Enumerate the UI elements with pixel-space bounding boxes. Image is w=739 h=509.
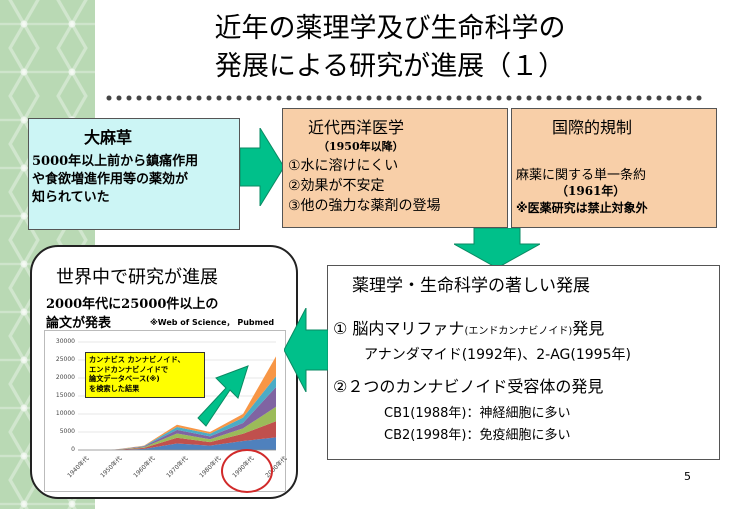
annotation-line-4: を検索した結果	[89, 383, 140, 393]
y-tick-label: 20000	[55, 374, 75, 381]
y-tick-label: 5000	[59, 428, 75, 435]
arrow-down-icon	[454, 228, 540, 268]
item-1-small: (エンドカンナビノイド)	[464, 326, 573, 337]
y-tick-label: 10000	[55, 410, 75, 417]
annotation-line-2: エンドカンナビノイドで	[89, 364, 169, 374]
development-box	[327, 265, 720, 460]
slide-title-line1: 近年の薬理学及び生命科学の	[214, 13, 566, 44]
annotation-line-1: カンナビス カンナビノイド、	[89, 355, 185, 364]
western-medicine-box	[282, 108, 508, 228]
item-1-suffix: 発見	[572, 319, 605, 338]
y-tick-label: 30000	[55, 338, 75, 345]
cannabis-line-3: 知られていた	[32, 190, 110, 205]
research-heading: 世界中で研究が進展	[56, 267, 218, 288]
western-item-3: ③他の強力な薬剤の登場	[288, 198, 441, 214]
research-line-2: 論文が発表	[46, 316, 112, 331]
intl-line-3: ※医薬研究は禁止対象外	[516, 201, 648, 215]
y-tick-label: 15000	[55, 392, 75, 399]
highlight-circle	[221, 449, 273, 493]
arrow-up-right-icon	[197, 365, 249, 427]
slide-title-line2: 発展による研究が進展（１）	[214, 51, 566, 82]
item-1-prefix: ① 脳内マリファナ	[333, 319, 465, 338]
cannabis-line-2: や食欲増進作用等の薬効が	[32, 172, 189, 187]
western-item-2: ②効果が不安定	[288, 178, 385, 194]
chart-annotation: カンナビス カンナビノイド、 エンドカンナビノイドで 論文データベース(※) を…	[85, 352, 205, 398]
cannabis-line-1: 5000年以上前から鎮痛作用	[32, 154, 199, 169]
arrow-right-icon	[240, 128, 284, 206]
intl-line-2: （1961年）	[556, 184, 626, 198]
y-tick-label: 25000	[55, 356, 75, 363]
cannabis-heading: 大麻草	[84, 128, 133, 147]
arrow-left-icon	[284, 308, 328, 392]
western-item-1: ①水に溶けにくい	[288, 158, 399, 174]
dotted-divider	[104, 95, 704, 101]
research-source: ※Web of Science， Pubmed	[150, 318, 275, 327]
development-item-1-detail: アナンダマイド(1992年)、2-AG(1995年)	[364, 347, 631, 363]
annotation-line-3: 論文データベース(※)	[89, 374, 160, 384]
y-tick-label: 0	[71, 446, 75, 453]
development-heading: 薬理学・生命科学の著しい発展	[352, 276, 590, 296]
research-line-1: 2000年代に25000件以上の	[46, 297, 219, 312]
page-number: 5	[684, 470, 691, 483]
intl-line-1: 麻薬に関する単一条約	[516, 168, 647, 183]
western-heading: 近代西洋医学	[308, 118, 405, 137]
cannabis-box	[28, 118, 240, 230]
cb2-line: CB2(1998年)：免疫細胞に多い	[384, 428, 571, 443]
intl-heading: 国際的規制	[552, 118, 633, 137]
intl-regulation-box	[511, 108, 717, 228]
series-area-1	[78, 437, 276, 450]
series-area-2	[78, 421, 276, 450]
development-item-1: ① 脳内マリファナ(エンドカンナビノイド)発見	[333, 315, 604, 339]
development-item-2: ②２つのカンナビノイド受容体の発見	[333, 377, 604, 396]
cb1-line: CB1(1988年)：神経細胞に多い	[384, 406, 571, 421]
western-sub: （1950年以降）	[318, 140, 404, 153]
